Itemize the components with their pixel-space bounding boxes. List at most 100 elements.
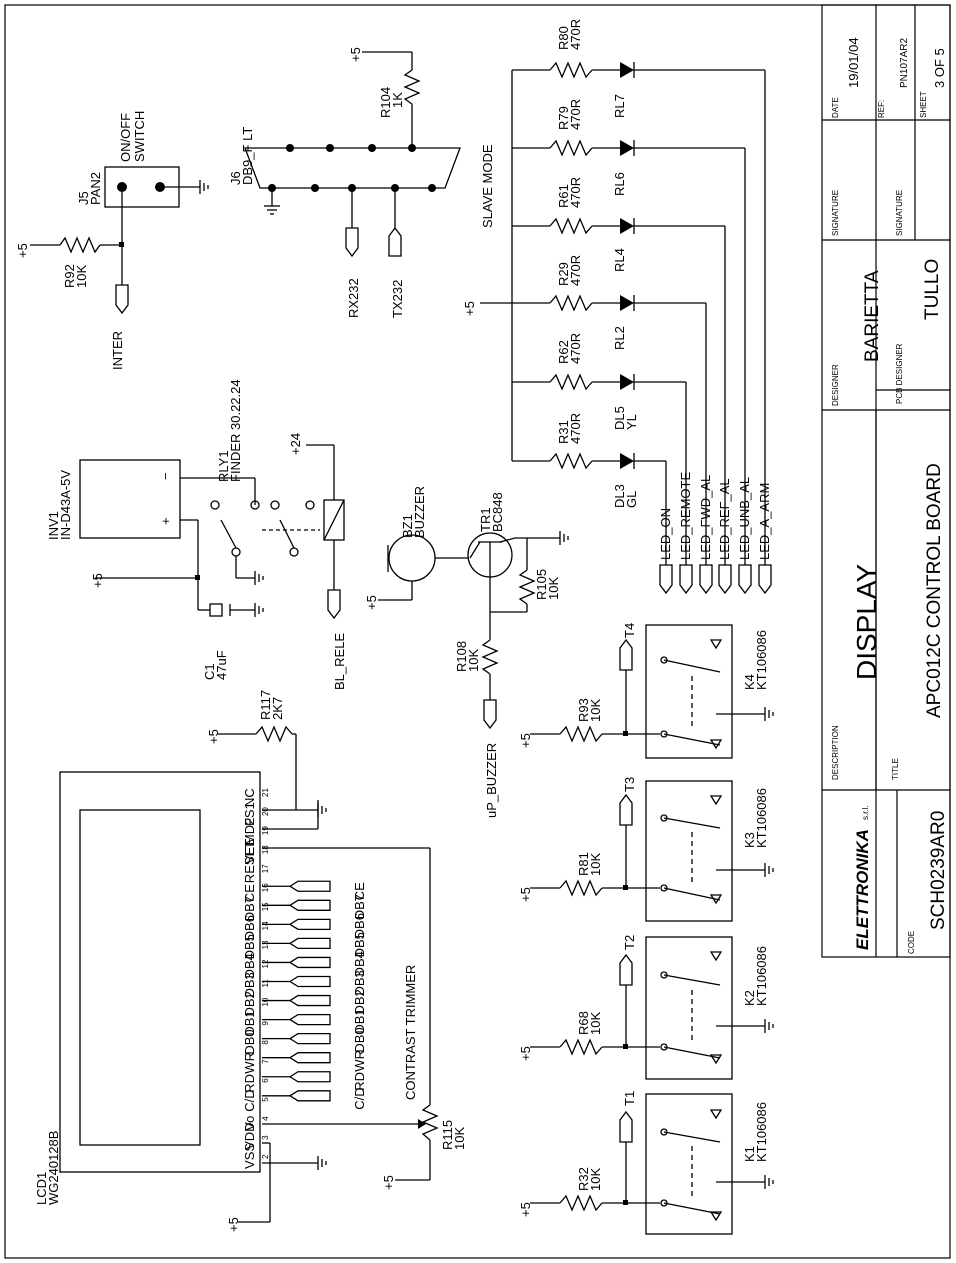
- lcd-pin-number: 2: [261, 1154, 270, 1159]
- k2-ref: K2: [742, 990, 757, 1006]
- lcd-pin-number: 11: [261, 979, 270, 988]
- lcd-pin-name: DB7: [242, 896, 257, 921]
- r115-value: 10K: [452, 1127, 467, 1150]
- rx232-label: RX232: [346, 278, 361, 318]
- lcd-pin-number: 14: [261, 921, 270, 930]
- lcd-pin-name: DB2: [242, 991, 257, 1016]
- r29-value: 470R: [568, 255, 583, 286]
- lcd-net-label: DB7: [352, 894, 367, 919]
- lcd-pin-name: RESET: [242, 840, 257, 883]
- designer-label: DESIGNER: [831, 364, 840, 406]
- lcd-pin-name: MD2: [242, 818, 257, 845]
- bl-rele-label: BL_RELE: [332, 633, 347, 690]
- dl5-color: YL: [624, 414, 639, 430]
- lcd-bus-port: [288, 937, 331, 950]
- led-row-dl3: R31 470R DL3 GL: [512, 413, 667, 565]
- r92-value: 10K: [74, 265, 89, 288]
- inverter-relay: + − INV1 IN-D43A-5V +5 +24 BL_RELE RLY1 …: [46, 379, 347, 690]
- lcd-pin-name: VSS: [242, 1143, 257, 1169]
- dl5-ref: DL5: [612, 406, 627, 430]
- r31-ref: R31: [556, 420, 571, 444]
- r104-ref: R104: [378, 87, 393, 118]
- r29-ref: R29: [556, 262, 571, 286]
- r92-supply: +5: [15, 243, 30, 258]
- bz1-part: BUZZER: [412, 486, 427, 538]
- net-led-fwd: LED_FWD_AL: [698, 475, 713, 560]
- lcd-pin-name: DB4: [242, 953, 257, 978]
- bz1-supply: +5: [364, 595, 379, 610]
- c1-value: 47uF: [214, 650, 229, 680]
- lcd-bus-port: [288, 1052, 331, 1064]
- rly1-part: FINDER 30.22.24: [228, 379, 243, 482]
- j5-switch: J5 PAN2 ON/OFF SWITCH INTER +5 R92 10K: [15, 111, 209, 370]
- led-supply: +5: [462, 301, 477, 316]
- r105-ref: R105: [534, 569, 549, 600]
- lcd1-part: WG240128B: [46, 1131, 61, 1205]
- lcd-pin-name: WR: [242, 1052, 257, 1074]
- lcd-bus-port: [288, 956, 331, 969]
- dl3-ref: DL3: [612, 484, 627, 508]
- r61-ref: R61: [556, 184, 571, 208]
- dl3-color: GL: [624, 491, 639, 508]
- lcd-pin-number: 7: [261, 1059, 270, 1064]
- led-row-rl4: R61 470R RL4: [512, 177, 726, 565]
- lcd-bus-port: [288, 1071, 331, 1083]
- j6-part: DB9_F LT: [240, 127, 255, 185]
- r68-ref: R68: [576, 1011, 591, 1035]
- r62-ref: R62: [556, 340, 571, 364]
- code-label: CODE: [907, 931, 916, 954]
- key-t4: +5 R93 10K T4 K4 KT106086: [518, 623, 774, 759]
- lcd-bus-port: [288, 975, 331, 988]
- net-led-arm: LED_A_ARM: [757, 483, 772, 560]
- rl7-ref: RL7: [612, 94, 627, 118]
- led-array: SLAVE MODE +5 R80 470R RL7 R79 470R RL6: [462, 19, 772, 595]
- lcd-pin-number: 8: [261, 1040, 270, 1045]
- lcd-supply: +5: [226, 1217, 241, 1232]
- r104-supply: +5: [348, 47, 363, 62]
- k4-part: KT106086: [754, 630, 769, 690]
- r117-supply: +5: [206, 729, 221, 744]
- title-value: APC012C CONTROL BOARD: [924, 463, 945, 718]
- key-t1: +5 R32 10K T1 K1 KT106086: [518, 1091, 774, 1235]
- lcd-pin-name: DB5: [242, 934, 257, 959]
- tx232-label: TX232: [390, 280, 405, 318]
- up-buzzer-label: uP_BUZZER: [484, 743, 499, 818]
- r117-value: 2K7: [270, 697, 285, 720]
- lcd-bus-port: [288, 1033, 331, 1045]
- company-logo: ELETTRONIKA: [853, 829, 872, 950]
- sheet-value: 3 OF 5: [932, 48, 947, 88]
- description-label: DESCRIPTION: [831, 725, 840, 780]
- sheet-label: SHEET: [919, 91, 928, 118]
- lcd-pin-number: 20: [261, 807, 270, 816]
- t3-supply: +5: [518, 887, 533, 902]
- inv1-minus: −: [158, 472, 173, 480]
- r61-value: 470R: [568, 177, 583, 208]
- k3-part: KT106086: [754, 788, 769, 848]
- lcd-pin-number: 19: [261, 826, 270, 835]
- ref-label: REF:: [877, 100, 886, 118]
- lcd-net-label: DB6: [352, 913, 367, 938]
- lcd1-ref: LCD1: [34, 1172, 49, 1205]
- t2-supply: +5: [518, 1046, 533, 1061]
- net-led-remote: LED_REMOTE: [678, 472, 693, 560]
- k4-ref: K4: [742, 674, 757, 690]
- t1-supply: +5: [518, 1202, 533, 1217]
- inv1-part: IN-D43A-5V: [58, 470, 73, 540]
- j6-db9: J6 DB9_F LT RX232 TX232 +5 R104 1K: [228, 47, 461, 318]
- lcd-net-label: WR: [352, 1050, 367, 1072]
- lcd-pin-name: VEE: [242, 838, 257, 864]
- inter-label: INTER: [110, 331, 125, 370]
- lcd-net-label: DB0: [352, 1027, 367, 1052]
- led-row-rl6: R79 470R RL6: [512, 99, 746, 565]
- t1-ref: T1: [622, 1091, 637, 1106]
- lcd-bus-port: [288, 994, 331, 1007]
- r105-value: 10K: [546, 577, 561, 600]
- title-block: DATE 19/01/04 REF: PN107AR2 SHEET 3 OF 5…: [821, 4, 951, 958]
- lcd-net-label: DB1: [352, 1008, 367, 1033]
- net-led-on: LED_ON: [658, 508, 673, 560]
- lcd-pin-number: 15: [261, 902, 270, 911]
- code-value: SCH0239AR0: [928, 811, 949, 930]
- lcd-pin-number: 4: [261, 1116, 270, 1121]
- bz1-ref: BZ1: [400, 514, 415, 538]
